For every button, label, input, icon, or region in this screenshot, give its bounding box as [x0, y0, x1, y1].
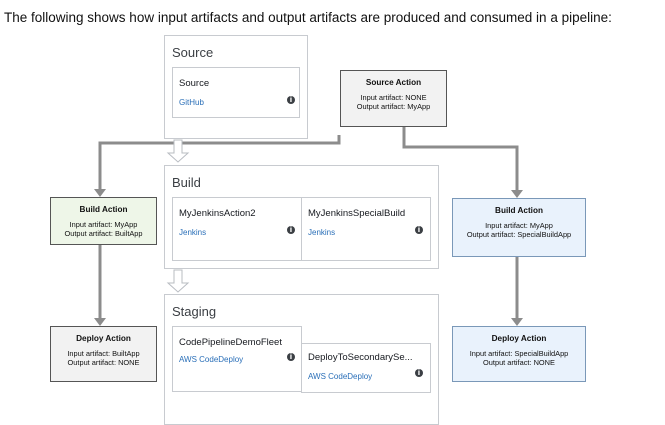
stage-source: Source Source GitHub i: [164, 35, 308, 139]
action-provider-link[interactable]: AWS CodeDeploy: [308, 372, 373, 381]
stage-title: Source: [172, 45, 214, 60]
note-title: Build Action: [495, 206, 543, 215]
down-arrow-outline-icon: [166, 139, 190, 163]
note-output-artifact: Output artifact: NONE: [67, 358, 140, 367]
note-input-artifact: Input artifact: NONE: [360, 93, 427, 102]
arrowhead-deploy-left: [94, 318, 106, 326]
note-output-artifact: Output artifact: NONE: [483, 358, 555, 367]
info-icon[interactable]: i: [287, 96, 295, 104]
info-icon[interactable]: i: [287, 353, 295, 361]
action-card-source[interactable]: Source GitHub i: [172, 67, 300, 118]
action-name: MyJenkinsAction2: [179, 208, 256, 219]
stage-title: Build: [172, 175, 201, 190]
note-deploy-action-left: Deploy Action Input artifact: BuiltApp O…: [50, 326, 157, 382]
note-output-artifact: Output artifact: MyApp: [356, 102, 431, 111]
down-arrow-outline-icon: [166, 269, 190, 293]
note-title: Build Action: [79, 205, 128, 214]
arrowhead-build-left: [94, 189, 106, 197]
note-deploy-action-right: Deploy Action Input artifact: SpecialBui…: [452, 326, 586, 382]
note-source-action: Source Action Input artifact: NONE Outpu…: [340, 70, 447, 127]
action-provider-link[interactable]: AWS CodeDeploy: [179, 355, 244, 364]
stage-staging: Staging CodePipelineDemoFleet AWS CodeDe…: [164, 294, 439, 425]
note-title: Deploy Action: [491, 334, 547, 343]
note-build-action-left: Build Action Input artifact: MyApp Outpu…: [50, 197, 157, 245]
stage-build: Build MyJenkinsAction2 Jenkins i MyJenki…: [164, 165, 439, 269]
action-name: DeployToSecondarySe...: [308, 352, 413, 363]
note-title: Deploy Action: [76, 334, 131, 343]
note-input-artifact: Input artifact: MyApp: [69, 220, 138, 229]
action-card-myjenkinsspecialbuild[interactable]: MyJenkinsSpecialBuild Jenkins i: [301, 197, 431, 261]
action-provider-link[interactable]: GitHub: [179, 98, 204, 107]
note-build-action-right: Build Action Input artifact: MyApp Outpu…: [452, 198, 586, 257]
note-input-artifact: Input artifact: MyApp: [485, 221, 553, 230]
action-name: Source: [179, 78, 210, 89]
stage-title: Staging: [172, 304, 217, 319]
action-provider-link[interactable]: Jenkins: [308, 228, 336, 237]
info-icon[interactable]: i: [415, 369, 423, 377]
action-name: MyJenkinsSpecialBuild: [308, 208, 406, 219]
note-input-artifact: Input artifact: SpecialBuildApp: [469, 349, 569, 358]
action-name: CodePipelineDemoFleet: [179, 337, 282, 348]
arrowhead-deploy-right: [511, 318, 523, 326]
note-output-artifact: Output artifact: SpecialBuildApp: [466, 230, 572, 239]
arrowhead-build-right: [511, 190, 523, 198]
action-card-codepipelinedemofleet[interactable]: CodePipelineDemoFleet AWS CodeDeploy i: [172, 326, 302, 392]
info-icon[interactable]: i: [287, 226, 295, 234]
note-output-artifact: Output artifact: BuiltApp: [64, 229, 143, 238]
note-title: Source Action: [365, 78, 422, 87]
action-card-myjenkinsaction2[interactable]: MyJenkinsAction2 Jenkins i: [172, 197, 302, 261]
note-input-artifact: Input artifact: BuiltApp: [67, 349, 140, 358]
action-card-deploytosecondaryserver[interactable]: DeployToSecondarySe... AWS CodeDeploy i: [301, 343, 431, 393]
connector-source-to-build-left: [98, 135, 341, 189]
connector-source-to-build-right: [402, 126, 519, 190]
info-icon[interactable]: i: [415, 226, 423, 234]
action-provider-link[interactable]: Jenkins: [179, 228, 207, 237]
page-heading: The following shows how input artifacts …: [4, 10, 612, 25]
